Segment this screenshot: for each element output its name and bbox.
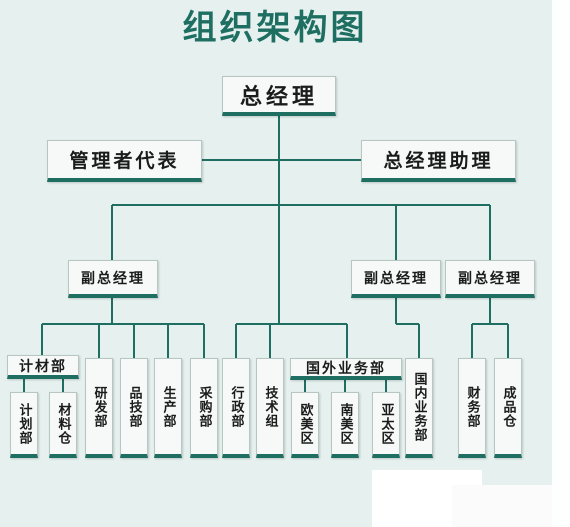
general-manager-box: 总经理	[222, 76, 336, 116]
intl-business-dept-box: 国外业务部	[290, 358, 402, 380]
assistant-gm-box: 总经理助理	[361, 140, 516, 182]
finance-dept-box: 财务部	[458, 358, 486, 458]
rd-dept-box: 研发部	[85, 358, 113, 458]
materials-warehouse-box: 材料仓	[49, 392, 77, 458]
planning-dept-box: 计划部	[10, 392, 38, 458]
deputy-gm-right-box: 副总经理	[445, 260, 535, 298]
planning-materials-dept-box: 计材部	[7, 355, 79, 379]
production-dept-box: 生产部	[154, 358, 182, 458]
deputy-gm-mid-box: 副总经理	[351, 260, 441, 298]
europe-america-region-box: 欧美区	[291, 392, 319, 458]
management-rep-box: 管理者代表	[47, 140, 202, 182]
page-title: 组织架构图	[182, 8, 368, 48]
background-patch	[452, 485, 570, 527]
asia-pacific-region-box: 亚太区	[372, 392, 400, 458]
domestic-business-dept-box: 国内业务部	[405, 358, 433, 458]
south-america-region-box: 南美区	[331, 392, 359, 458]
admin-dept-box: 行政部	[222, 358, 250, 458]
finished-goods-warehouse-box: 成品仓	[494, 358, 522, 458]
background-patch	[552, 0, 570, 527]
purchasing-dept-box: 采购部	[190, 358, 218, 458]
quality-dept-box: 品技部	[120, 358, 148, 458]
deputy-gm-left-box: 副总经理	[68, 260, 158, 298]
tech-group-box: 技术组	[256, 358, 284, 458]
